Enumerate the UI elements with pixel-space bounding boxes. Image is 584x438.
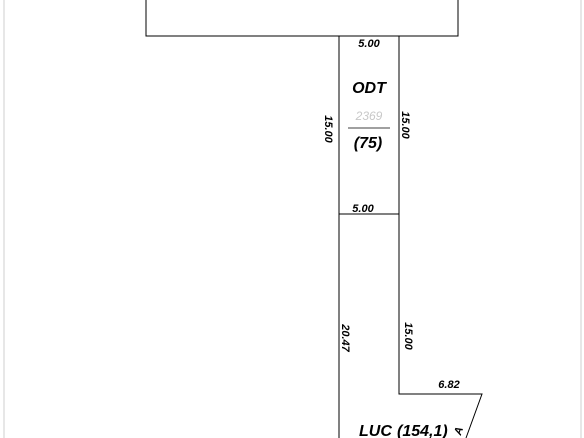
odt-land-use-code: ODT — [352, 80, 387, 97]
odt-area: (75) — [354, 135, 382, 152]
odt-parcel-number: 2369 — [355, 109, 383, 123]
luc-plot-right-edge — [398, 214, 483, 438]
odt-dim-bottom: 5.00 — [352, 203, 374, 215]
odt-dim-top: 5.00 — [358, 38, 380, 50]
luc-dim-left: 20.47 — [339, 323, 351, 352]
luc-dim-step: 6.82 — [438, 379, 459, 391]
odt-dim-left: 15.00 — [322, 115, 334, 143]
odt-dim-right: 15.00 — [399, 111, 411, 139]
luc-dim-right: 15.00 — [402, 322, 414, 350]
luc-land-use-code: LUC — [359, 423, 392, 438]
luc-edge-mark: A — [452, 425, 466, 437]
odt-plot-boundary — [338, 35, 400, 215]
top-neighbor-parcel — [145, 0, 459, 37]
luc-area: (154,1) — [397, 423, 448, 438]
